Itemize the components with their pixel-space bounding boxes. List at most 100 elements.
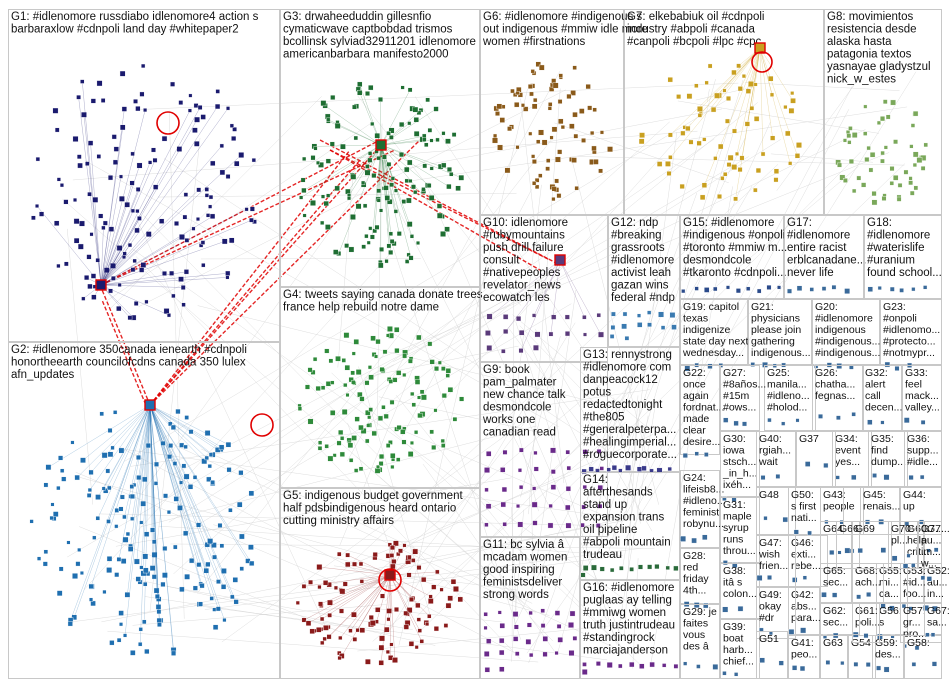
graph-node [400, 429, 405, 434]
graph-node [370, 122, 374, 126]
graph-node [408, 451, 413, 456]
graph-node [639, 664, 644, 669]
graph-node [343, 383, 347, 387]
graph-node [305, 385, 310, 390]
graph-node [931, 633, 935, 637]
graph-edge [381, 145, 461, 178]
group-cell-g34: G34:eventyes... [833, 432, 872, 487]
graph-node [326, 118, 330, 122]
graph-node [789, 629, 794, 634]
graph-node [96, 516, 100, 520]
group-label: once [683, 379, 706, 391]
graph-node [499, 650, 504, 655]
graph-node [438, 361, 442, 365]
graph-node [410, 441, 414, 445]
group-label: G45: [863, 489, 886, 501]
graph-node [320, 221, 324, 225]
group-label: #idlenomore [787, 230, 850, 242]
group-label: #waterislife [867, 242, 925, 254]
group-label: resistencia desde [827, 24, 917, 36]
group-label: #idleno... [683, 495, 726, 507]
graph-node [120, 71, 125, 76]
graph-node [437, 204, 442, 209]
graph-edge [101, 285, 183, 288]
graph-node [516, 145, 520, 149]
graph-node [551, 469, 555, 473]
group-label: state day next [683, 336, 748, 348]
graph-node [239, 534, 244, 539]
graph-node [824, 463, 829, 468]
graph-node [781, 422, 785, 426]
group-label: supp... [907, 445, 939, 457]
graph-node [503, 329, 508, 334]
group-cell-g65: G65:sec... [821, 564, 852, 603]
graph-node [761, 475, 765, 479]
graph-node [501, 349, 505, 353]
graph-node [681, 131, 686, 136]
graph-node [379, 454, 384, 459]
graph-node [851, 475, 856, 480]
graph-node [440, 588, 444, 592]
graph-node [321, 195, 325, 199]
graph-node [840, 661, 844, 665]
graph-node [369, 408, 373, 412]
graph-node [518, 522, 523, 527]
graph-node [342, 409, 347, 414]
graph-node [378, 97, 383, 102]
graph-node [625, 465, 630, 470]
graph-node [668, 133, 672, 137]
graph-node [415, 380, 420, 385]
graph-node [379, 660, 384, 665]
group-label: again [683, 390, 709, 402]
group-label: au... [921, 535, 941, 547]
graph-node [141, 262, 146, 267]
graph-node [88, 141, 93, 146]
graph-node [240, 567, 244, 571]
group-label: G26: [815, 367, 838, 379]
graph-node [921, 166, 925, 170]
graph-node [197, 188, 201, 192]
graph-node [441, 163, 446, 168]
group-label: mi... [879, 577, 899, 589]
graph-node [61, 477, 66, 482]
group-label: #rubymountains [483, 230, 565, 242]
graph-node [666, 566, 670, 570]
graph-node [53, 108, 58, 113]
graph-node [100, 412, 104, 416]
graph-node [93, 197, 98, 202]
graph-node [314, 147, 318, 151]
graph-node [115, 525, 119, 529]
graph-node [352, 352, 356, 356]
group-label: consult [483, 255, 520, 267]
graph-node [796, 419, 800, 423]
graph-node [485, 667, 490, 672]
group-label: G44: [903, 489, 926, 501]
graph-node [151, 148, 155, 152]
graph-node [216, 579, 220, 583]
graph-node [188, 109, 192, 113]
graph-node [503, 450, 507, 454]
group-label: G25: [767, 367, 790, 379]
graph-node [80, 80, 84, 84]
graph-node [130, 650, 135, 655]
graph-node [135, 106, 140, 111]
graph-node [383, 350, 387, 354]
graph-node [673, 566, 678, 571]
group-label: #standingrock [583, 632, 655, 644]
graph-node [59, 567, 63, 571]
group-label: G6: #idlenomore #indigenous s [483, 11, 642, 23]
graph-node [864, 633, 868, 637]
group-cell-g48: G48 [757, 488, 796, 535]
graph-node [866, 662, 870, 666]
group-label: #the805 [583, 412, 625, 424]
group-label: G36: [907, 433, 930, 445]
graph-node [843, 139, 847, 143]
graph-node [354, 339, 359, 344]
graph-node [376, 339, 381, 344]
graph-node [216, 89, 220, 93]
graph-node [306, 621, 311, 626]
graph-node [629, 662, 634, 667]
graph-node [402, 354, 406, 358]
graph-node [852, 412, 856, 416]
graph-node [141, 501, 146, 506]
